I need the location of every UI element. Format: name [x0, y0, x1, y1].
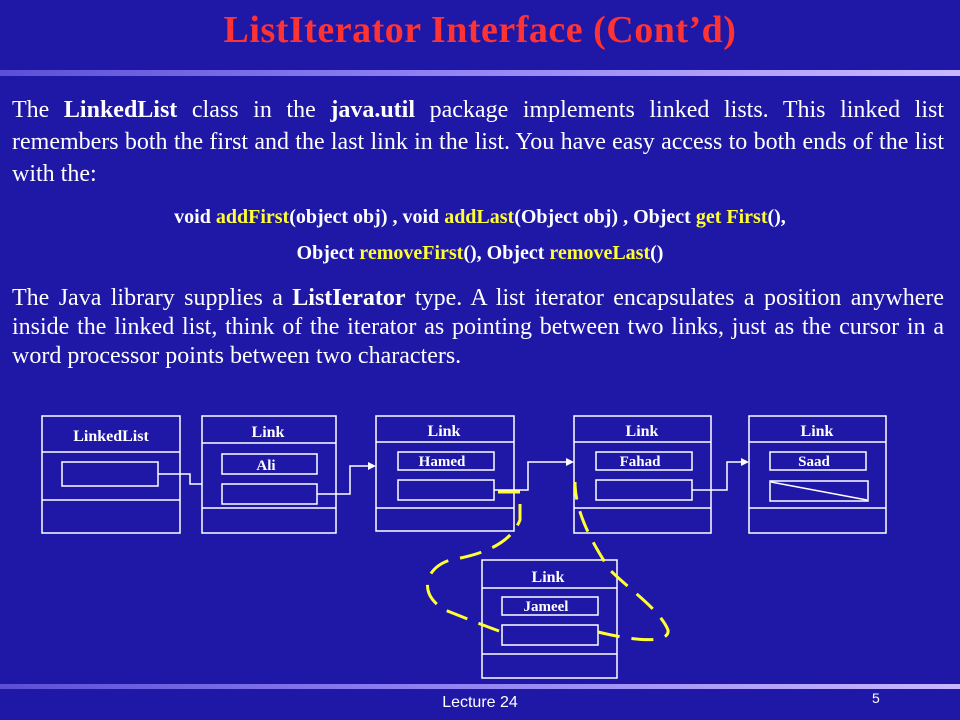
- linkedlist-label: LinkedList: [73, 428, 149, 445]
- intro-paragraph: The LinkedList class in the java.util pa…: [12, 94, 944, 190]
- link-label: Link: [626, 423, 659, 440]
- code-text: (Object obj) , Object: [514, 206, 696, 228]
- method-removefirst: removeFirst: [359, 242, 464, 264]
- text-run: class in the: [177, 97, 331, 123]
- text-run: type. A list iterator encapsulates a pos…: [12, 285, 945, 369]
- link-label: Link: [801, 423, 834, 440]
- link-node-ali: [201, 415, 337, 534]
- method-addlast: addLast: [444, 206, 515, 228]
- footer-divider: [0, 684, 960, 689]
- java-util-term: java.util: [330, 97, 416, 123]
- listiterator-term: ListIerator: [292, 285, 406, 311]
- code-text: void: [174, 206, 216, 228]
- link-node-hamed: [375, 415, 515, 532]
- arrow-ali-to-hamed: [317, 465, 370, 495]
- code-text: Object: [296, 242, 360, 264]
- title-divider: [0, 70, 960, 76]
- value-jameel: Jameel: [524, 599, 569, 615]
- link-label: Link: [252, 424, 285, 441]
- next-box-ali: [221, 483, 318, 505]
- value-hamed: Hamed: [419, 454, 466, 470]
- methods-line-2: Object removeFirst(), Object removeLast(…: [0, 242, 960, 265]
- insertion-dashed-path: [426, 481, 670, 642]
- link-label: Link: [532, 569, 565, 586]
- code-text: (): [650, 242, 664, 264]
- code-text: (object obj) , void: [289, 206, 445, 228]
- footer-lecture: Lecture 24: [442, 694, 518, 711]
- value-box-fahad: [595, 451, 693, 471]
- linked-list-diagram: LinkedList Link Link Link Link Link Ali …: [41, 415, 887, 679]
- value-box-ali: [221, 453, 318, 475]
- method-removelast: removeLast: [549, 242, 651, 264]
- next-box-saad: [769, 480, 869, 502]
- method-getfirst: get First: [695, 206, 768, 228]
- link-node-saad: [748, 415, 887, 534]
- slide-title: ListIterator Interface (Cont’d): [223, 9, 737, 51]
- next-box-hamed: [397, 479, 495, 501]
- methods-line-1: void addFirst(object obj) , void addLast…: [0, 206, 960, 229]
- value-box-hamed: [397, 451, 495, 471]
- value-saad: Saad: [798, 454, 830, 470]
- text-run: The: [12, 97, 64, 123]
- null-slash: [770, 481, 868, 501]
- code-text: (), Object: [463, 242, 550, 264]
- code-text: (),: [767, 206, 786, 228]
- text-run: The Java library supplies a: [12, 285, 293, 311]
- value-box-jameel: [501, 596, 599, 616]
- next-box-fahad: [595, 479, 693, 501]
- iterator-paragraph: The Java library supplies a ListIerator …: [12, 284, 944, 371]
- head-pointer-box: [61, 461, 159, 487]
- arrow-hamed-to-fahad: [494, 461, 568, 491]
- value-fahad: Fahad: [620, 454, 662, 470]
- text-run: package implements linked lists. This li…: [12, 97, 945, 187]
- arrow-head-to-ali: [158, 473, 202, 485]
- page-number: 5: [872, 690, 880, 706]
- method-addfirst: addFirst: [215, 206, 290, 228]
- link-label: Link: [428, 423, 461, 440]
- value-ali: Ali: [256, 458, 275, 474]
- linkedlist-term: LinkedList: [63, 97, 178, 123]
- value-box-saad: [769, 451, 867, 471]
- next-box-jameel: [501, 624, 599, 646]
- link-node-fahad: [573, 415, 712, 534]
- arrow-fahad-to-saad: [692, 461, 742, 491]
- link-node-jameel: [481, 559, 618, 679]
